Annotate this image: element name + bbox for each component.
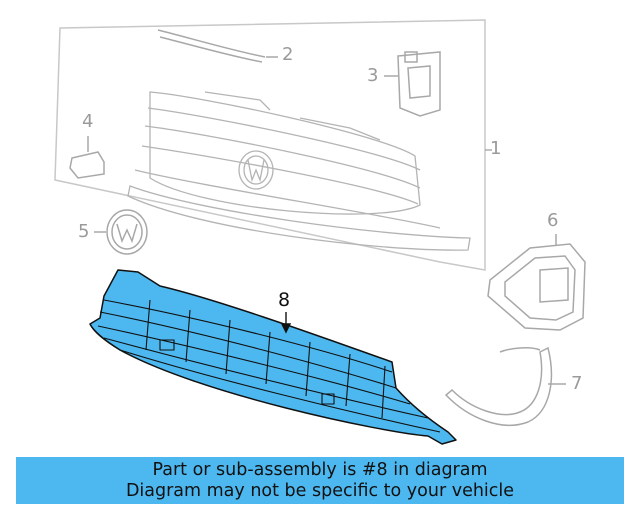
callout-5: 5 — [78, 221, 90, 242]
assembly-outline — [54, 19, 486, 271]
banner-line-1: Part or sub-assembly is #8 in diagram — [152, 460, 488, 480]
part-2-trim-strip — [157, 29, 278, 63]
leader-line-8 — [280, 312, 292, 334]
part-3-bracket — [384, 51, 441, 117]
callout-4: 4 — [82, 111, 94, 132]
part-8-grille-body — [89, 269, 457, 445]
part-8-grille — [89, 269, 457, 445]
part-5-emblem — [94, 209, 148, 255]
info-banner: Part or sub-assembly is #8 in diagram Di… — [16, 457, 624, 504]
part-7-lower-trim — [444, 346, 566, 426]
banner-line-2: Diagram may not be specific to your vehi… — [125, 481, 515, 501]
callout-2: 2 — [282, 44, 294, 65]
callout-7: 7 — [571, 373, 583, 394]
part-6-fog-bezel — [487, 234, 586, 331]
upper-grille — [127, 91, 471, 251]
callout-3: 3 — [367, 65, 379, 86]
callout-6: 6 — [547, 210, 559, 231]
callout-8: 8 — [278, 289, 291, 311]
callout-1: 1 — [490, 138, 502, 159]
part-4-sensor — [69, 136, 105, 179]
